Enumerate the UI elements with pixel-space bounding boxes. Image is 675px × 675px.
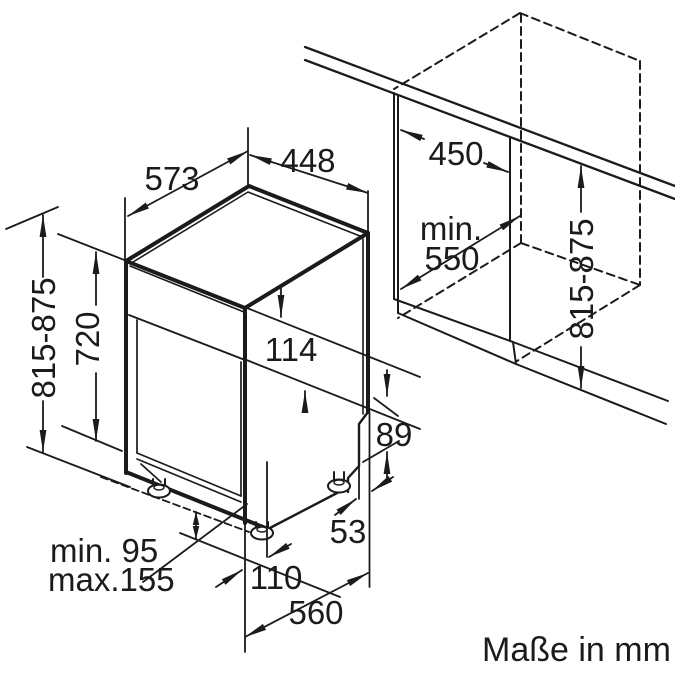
label-niche-depth-value: 550	[424, 240, 479, 277]
dimension-labels: 573 448 450 min. 550 815-875 815-875 720…	[25, 135, 671, 669]
label-niche-width: 450	[428, 135, 483, 172]
label-base-depth: 560	[288, 594, 343, 631]
label-niche-height: 815-875	[563, 218, 600, 339]
dimension-lines	[5, 127, 585, 653]
units-note: Maße in mm	[482, 631, 671, 669]
label-foot-offset: 110	[250, 559, 303, 596]
label-rear-recess-height: 89	[376, 416, 413, 453]
label-width-top: 448	[280, 142, 335, 179]
label-depth-top: 573	[144, 160, 199, 197]
adjustable-feet	[147, 471, 351, 541]
label-plinth-min: min. 95	[50, 532, 158, 569]
worktop-lines	[303, 45, 675, 201]
label-control-panel-height: 114	[265, 331, 318, 368]
label-appliance-height: 815-875	[25, 277, 62, 398]
dishwasher-body	[124, 184, 370, 531]
niche-dashed-box	[393, 12, 641, 362]
label-door-height: 720	[69, 311, 106, 366]
label-niche-depth-prefix: min.	[420, 210, 482, 247]
label-plinth-max: max.155	[48, 561, 175, 598]
label-rear-recess-depth: 53	[330, 513, 367, 550]
